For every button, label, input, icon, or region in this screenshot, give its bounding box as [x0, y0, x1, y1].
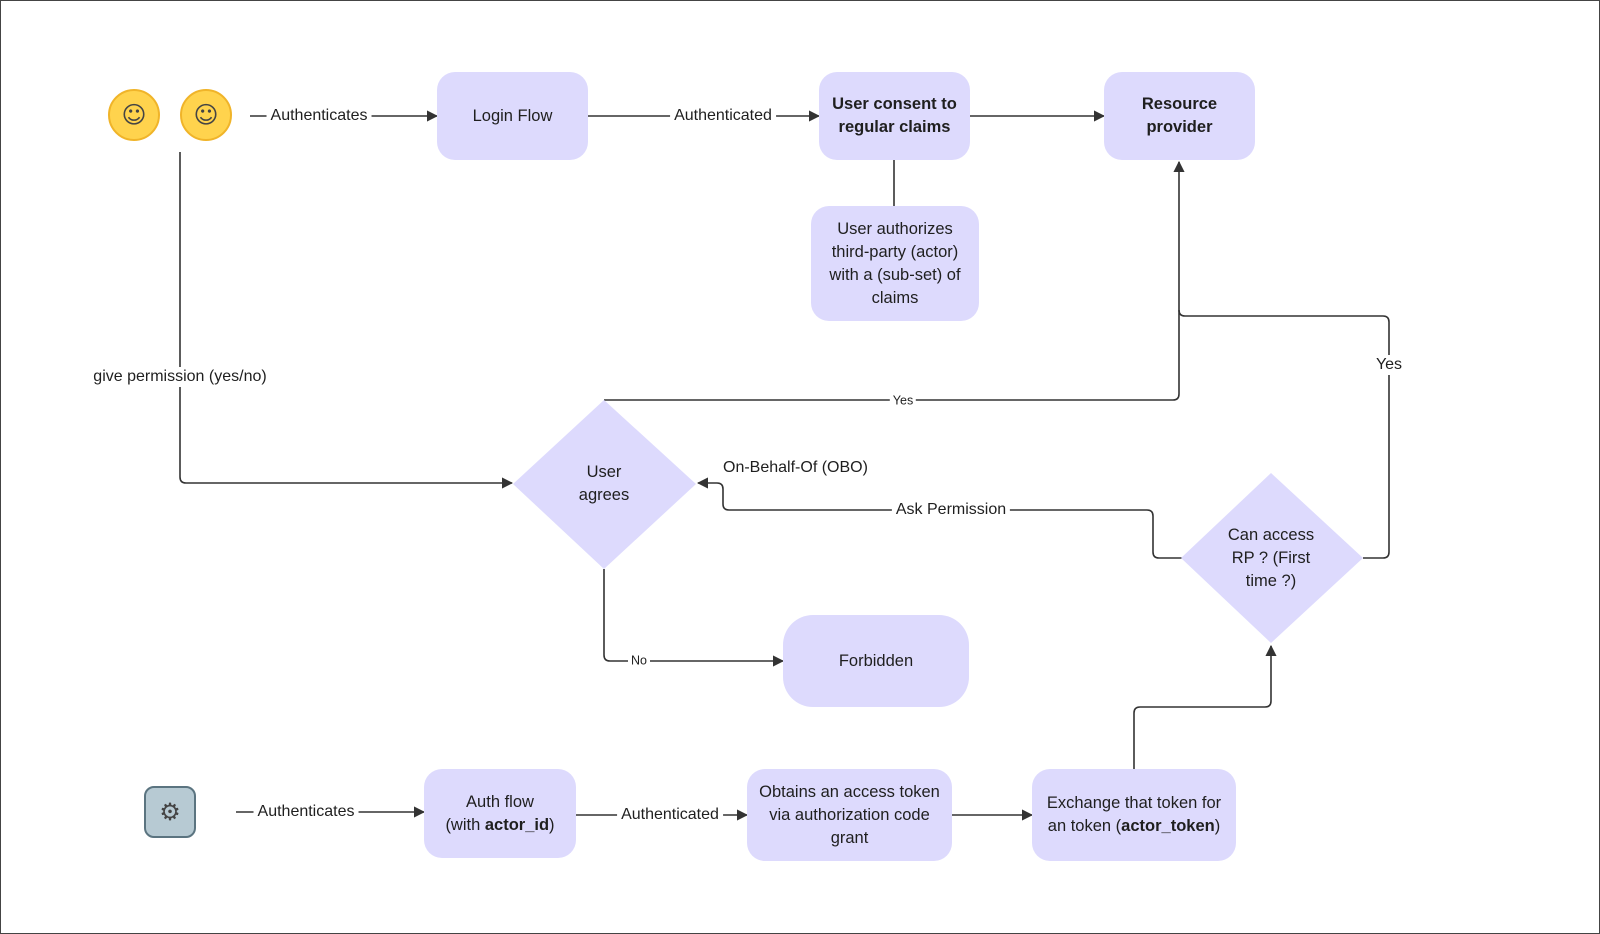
user-authorizes-label-line3: with a (sub-set) of — [829, 265, 961, 284]
can-access-label-line1: Can access — [1227, 525, 1315, 544]
forbidden-node: Forbidden — [783, 615, 969, 707]
edge-label-ask-permission: Ask Permission — [891, 500, 1011, 520]
user-consent-label-line1: User consent to — [832, 95, 957, 113]
edge-label-authenticated-user: Authenticated — [670, 106, 776, 126]
edge-label-authenticates-user: Authenticates — [266, 106, 372, 126]
can-access-node: Can access RP ? (First time ?) — [1206, 522, 1336, 594]
edge-label-obo: On-Behalf-Of (OBO) — [723, 459, 868, 476]
edge-label-no: No — [628, 653, 650, 669]
edge-user-to-agrees — [179, 152, 514, 489]
person-icon: ☺ — [107, 85, 161, 145]
user-authorizes-label-line4: claims — [871, 288, 919, 307]
edge-label-yes-can-access: Yes — [1371, 355, 1407, 375]
robot-icon: ⚙ — [143, 782, 197, 842]
auth-flow-label-line2: (with actor_id) — [445, 815, 555, 834]
user-consent-label-line2: regular claims — [838, 118, 951, 136]
exchange-token-label-line2: an token (actor_token) — [1047, 817, 1221, 835]
edge-agrees-yes-to-rp — [604, 160, 1185, 401]
user-agrees-diamond-shape — [513, 400, 696, 569]
resource-provider-node: Resource provider — [1104, 72, 1255, 160]
user-authorizes-label-line2: third-party (actor) — [831, 242, 959, 261]
edge-canaccess-yes-to-rp — [1178, 309, 1390, 559]
resource-provider-label-line1: Resource — [1141, 95, 1218, 113]
obtains-token-node: Obtains an access token via authorizatio… — [747, 769, 952, 861]
user-agrees-label-line2: agrees — [578, 486, 630, 504]
edge-canaccess-ask-permission — [696, 477, 1182, 559]
user-authorizes-label-line1: User authorizes — [837, 219, 953, 238]
user-agrees-node: User agrees — [541, 456, 667, 512]
edge-label-give-permission: give permission (yes/no) — [89, 367, 271, 387]
edge-label-authenticated-robot: Authenticated — [617, 805, 723, 825]
obtains-token-label-line2: via authorization code — [769, 805, 930, 824]
person-icon: ☺ — [179, 85, 233, 145]
can-access-diamond-shape — [1181, 473, 1363, 643]
auth-flow-label-line1: Auth flow — [466, 792, 534, 811]
edge-exchange-to-canaccess — [1133, 644, 1277, 769]
edge-label-yes-user-agrees: Yes — [889, 393, 917, 409]
resource-provider-label-line2: provider — [1146, 118, 1213, 136]
obtains-token-label-line3: grant — [830, 828, 869, 847]
login-flow-label: Login Flow — [472, 106, 553, 125]
edge-label-authenticates-robot: Authenticates — [253, 802, 359, 822]
exchange-token-label-line1: Exchange that token for — [1046, 794, 1222, 812]
edge-agrees-no-to-forbidden — [603, 569, 785, 667]
user-consent-node: User consent to regular claims — [819, 72, 970, 160]
exchange-token-node: Exchange that token for an token (actor_… — [1032, 769, 1236, 861]
can-access-label-line2: RP ? (First — [1231, 548, 1311, 567]
forbidden-label: Forbidden — [838, 651, 914, 670]
auth-flow-node: Auth flow (with actor_id) — [424, 769, 576, 858]
user-authorizes-node: User authorizes third-party (actor) with… — [811, 206, 979, 321]
can-access-label-line3: time ?) — [1245, 571, 1297, 590]
login-flow-node: Login Flow — [437, 72, 588, 160]
user-agrees-label-line1: User — [586, 463, 622, 481]
obtains-token-label-line1: Obtains an access token — [759, 782, 940, 801]
